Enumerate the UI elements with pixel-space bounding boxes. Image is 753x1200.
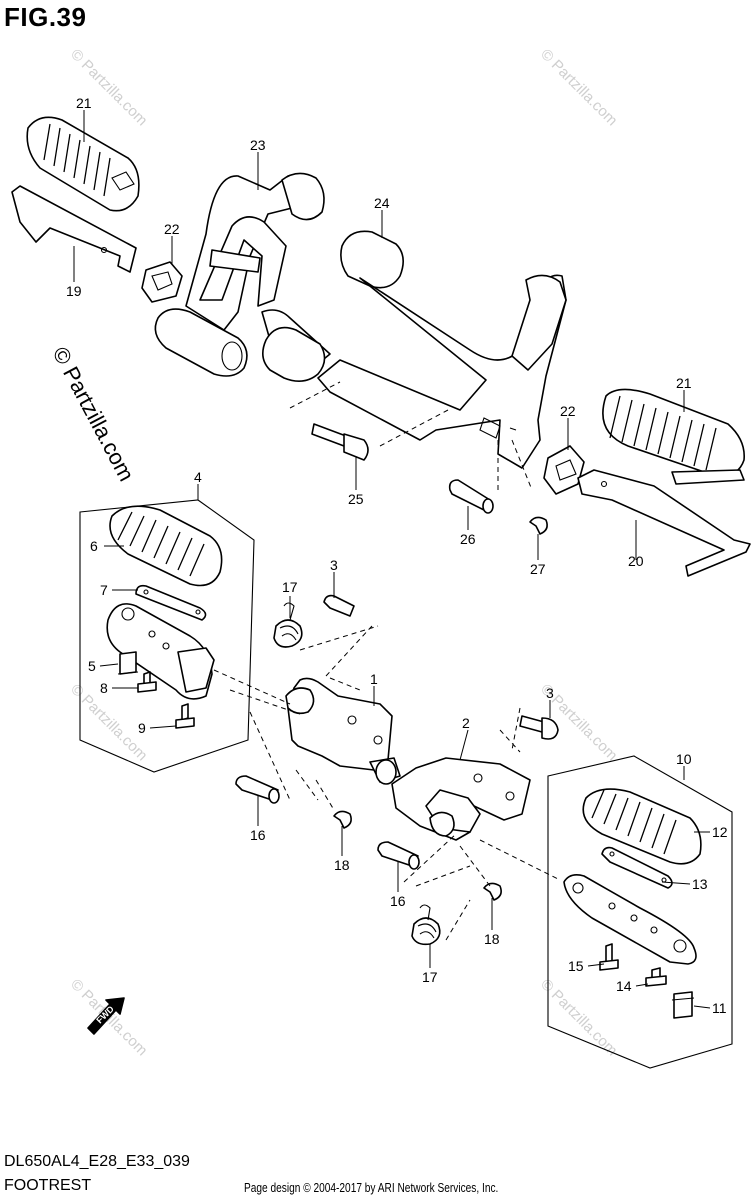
plate-7	[135, 584, 207, 621]
bolt-25	[311, 423, 369, 461]
callout-26: 26	[460, 531, 476, 547]
bolt-11	[671, 991, 695, 1019]
callout-20: 20	[628, 553, 644, 569]
clip-18-left	[333, 810, 352, 829]
callout-13: 13	[692, 876, 708, 892]
pin-16-left	[235, 775, 280, 804]
callout-6: 6	[90, 538, 98, 554]
callout-11: 11	[712, 1000, 727, 1016]
callout-9: 9	[138, 720, 146, 736]
figure-title: FIG.39	[4, 2, 87, 32]
model-code: DL650AL4_E28_E33_039	[4, 1153, 190, 1170]
pin-26	[448, 479, 494, 514]
callout-4: 4	[194, 469, 202, 485]
copyright-notice: Page design © 2004-2017 by ARI Network S…	[244, 1180, 499, 1195]
callout-8: 8	[100, 680, 108, 696]
callout-10: 10	[676, 751, 692, 767]
callouts: 21 23 24 22 19 25 21 22 26 27 20 4 6 7 3…	[66, 95, 728, 1016]
callout-22: 22	[164, 221, 180, 237]
callout-16: 16	[390, 893, 406, 909]
cushion-22-right	[543, 445, 585, 495]
spring-17-lower	[411, 904, 441, 946]
callout-2: 2	[462, 715, 470, 731]
bolt-3-upper	[323, 594, 355, 617]
callout-21: 21	[676, 375, 692, 391]
footpeg-4	[106, 603, 215, 700]
callout-21: 21	[76, 95, 92, 111]
clip-27	[529, 516, 548, 535]
pin-16-right	[377, 841, 420, 870]
heel-guard-19	[11, 185, 137, 273]
callout-25: 25	[348, 491, 364, 507]
footrest-bracket-23	[154, 172, 331, 377]
callout-17: 17	[282, 579, 298, 595]
upper-dashed-lines	[289, 381, 533, 491]
bolt-3-right	[519, 715, 559, 740]
spring-17-upper	[273, 602, 303, 648]
callout-23: 23	[250, 137, 266, 153]
callout-14: 14	[616, 978, 632, 994]
bolt-15	[599, 943, 619, 971]
bracket-1	[285, 677, 401, 785]
heel-guard-20	[577, 469, 751, 577]
footpeg-assembly-10-frame	[547, 755, 733, 1069]
callout-16: 16	[250, 827, 266, 843]
bolt-14	[645, 967, 667, 987]
watermark-text: © Partzilla.com	[48, 343, 140, 486]
footpeg-rubber-21-right	[602, 388, 745, 485]
bolt-8	[137, 671, 157, 693]
callout-7: 7	[100, 582, 108, 598]
callout-15: 15	[568, 958, 584, 974]
callout-27: 27	[530, 561, 546, 577]
cushion-22-left	[141, 261, 183, 303]
watermark-text: © Partzilla.com	[537, 976, 620, 1059]
footpeg-rubber-21-left	[26, 116, 140, 212]
footpeg-rubber-12	[582, 788, 702, 865]
callout-18: 18	[484, 931, 500, 947]
callout-3: 3	[330, 557, 338, 573]
callout-5: 5	[88, 658, 96, 674]
bracket-2	[391, 757, 531, 841]
callout-3: 3	[546, 685, 554, 701]
watermark-text: © Partzilla.com	[537, 46, 620, 129]
callout-18: 18	[334, 857, 350, 873]
footpeg-10	[563, 874, 697, 965]
lower-dashed-lines	[213, 625, 561, 941]
footrest-bracket-24	[262, 230, 567, 469]
callout-22: 22	[560, 403, 576, 419]
callout-24: 24	[374, 195, 390, 211]
leader-lines	[73, 110, 711, 1009]
watermark-text: © Partzilla.com	[67, 46, 150, 129]
bolt-9	[175, 703, 195, 729]
callout-19: 19	[66, 283, 82, 299]
footpeg-rubber-6	[109, 505, 223, 587]
callout-17: 17	[422, 969, 438, 985]
callout-12: 12	[712, 824, 728, 840]
diagram-name: FOOTREST	[4, 1177, 92, 1194]
callout-1: 1	[370, 671, 378, 687]
clip-18-right	[483, 882, 502, 901]
bolt-5	[117, 651, 139, 675]
